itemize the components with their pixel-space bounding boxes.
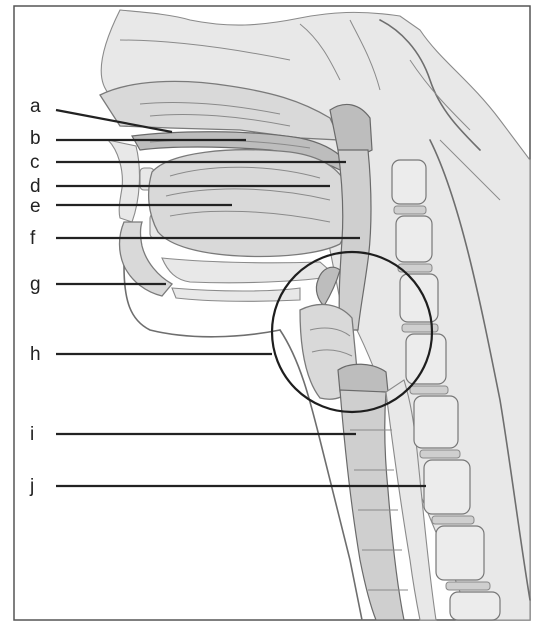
label-j: j [29,476,34,497]
tongue [149,150,351,257]
label-f: f [30,228,36,249]
label-d: d [30,176,41,197]
label-b: b [30,128,41,149]
label-h: h [30,344,41,365]
label-c: c [30,152,40,173]
label-e: e [30,196,41,217]
label-i: i [30,424,34,445]
labels: a b c d e f g h i j [29,96,41,497]
label-g: g [30,274,41,295]
label-a: a [30,96,41,117]
